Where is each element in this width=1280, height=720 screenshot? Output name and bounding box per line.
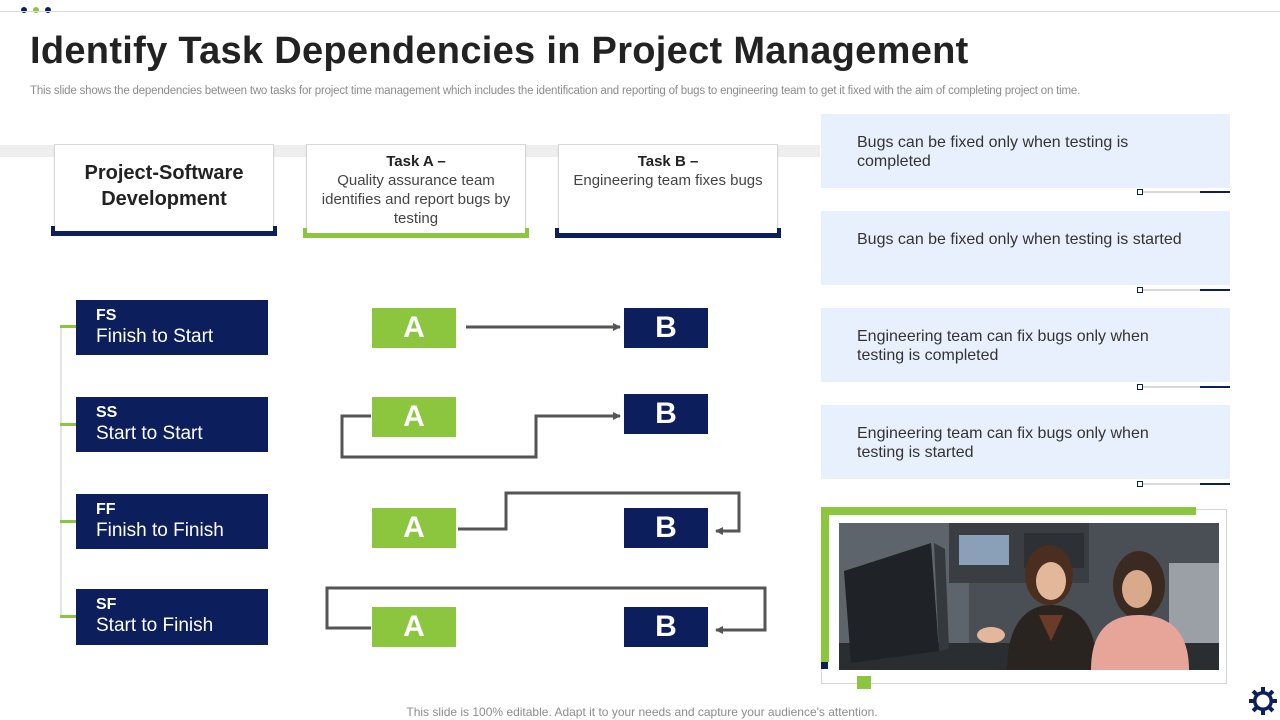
dependency-name: Start to Start [96,423,203,444]
ss-arrow [340,412,621,459]
condition-ss: Bugs can be fixed only when testing is s… [821,211,1230,285]
task-a-node-fs: A [372,308,463,354]
condition-fs: Bugs can be fixed only when testing is c… [821,114,1230,188]
ff-arrow [458,491,741,535]
top-divider [0,11,1280,12]
timeline-line [60,327,62,617]
task-a-label: Task A – [386,153,446,170]
timeline-tick [60,615,84,618]
card-underline [555,228,781,238]
dependency-code: FF [96,501,116,518]
condition-rule [1137,189,1230,195]
task-a-node-ss: A [372,397,463,443]
gear-icon[interactable] [1248,686,1278,716]
task-a-node-ff: A [372,508,463,554]
task-a-node-sf: A [372,607,463,653]
photo-accent-top [821,507,1196,515]
slide-title: Identify Task Dependencies in Project Ma… [30,30,969,72]
timeline-tick [60,325,84,328]
photo-accent-square [821,662,828,669]
task-b-text: Engineering team fixes bugs [573,172,763,189]
task-b-header-card: Task B – Engineering team fixes bugs [555,144,781,238]
photo-accent-square-green [857,676,871,689]
timeline-tick [60,423,84,426]
team-photo [839,523,1219,670]
task-b-label: Task B – [637,153,699,170]
sf-arrow [325,586,767,634]
task-b-node-sf: B [624,607,715,653]
dot-navy [21,7,27,13]
card-underline [51,226,277,236]
task-b-node-fs: B [624,308,715,354]
timeline-tick [60,520,84,523]
dependency-name: Finish to Finish [96,520,224,541]
card-underline [303,228,529,238]
dependency-code: SF [96,596,117,613]
dependency-type-ss: SS Start to Start [76,397,268,452]
task-b-node-ff: B [624,508,715,554]
dependency-name: Start to Finish [96,615,214,636]
dependency-type-sf: SF Start to Finish [76,589,268,645]
condition-sf: Engineering team can fix bugs only when … [821,405,1230,479]
project-header-card: Project-Software Development [51,144,277,236]
dependency-name: Finish to Start [96,326,214,347]
decor-dots [21,7,51,13]
project-title: Project-Software Development [84,162,244,210]
dependency-code: SS [96,404,118,421]
condition-ff: Engineering team can fix bugs only when … [821,308,1230,382]
dependency-type-ff: FF Finish to Finish [76,494,268,549]
condition-rule [1137,481,1230,487]
dependency-type-fs: FS Finish to Start [76,300,268,355]
dot-navy-2 [45,7,51,13]
slide-footer: This slide is 100% editable. Adapt it to… [406,705,878,719]
condition-rule [1137,384,1230,390]
dot-green [33,7,39,13]
team-photo-illustration [839,523,1219,670]
dependency-code: FS [96,307,117,324]
task-a-text: Quality assurance team identifies and re… [321,172,511,227]
task-a-header-card: Task A – Quality assurance team identifi… [303,144,529,238]
slide-subtitle: This slide shows the dependencies betwee… [30,85,1081,97]
task-b-node-ss: B [624,394,715,440]
photo-accent-left [821,507,829,662]
condition-rule [1137,287,1230,293]
